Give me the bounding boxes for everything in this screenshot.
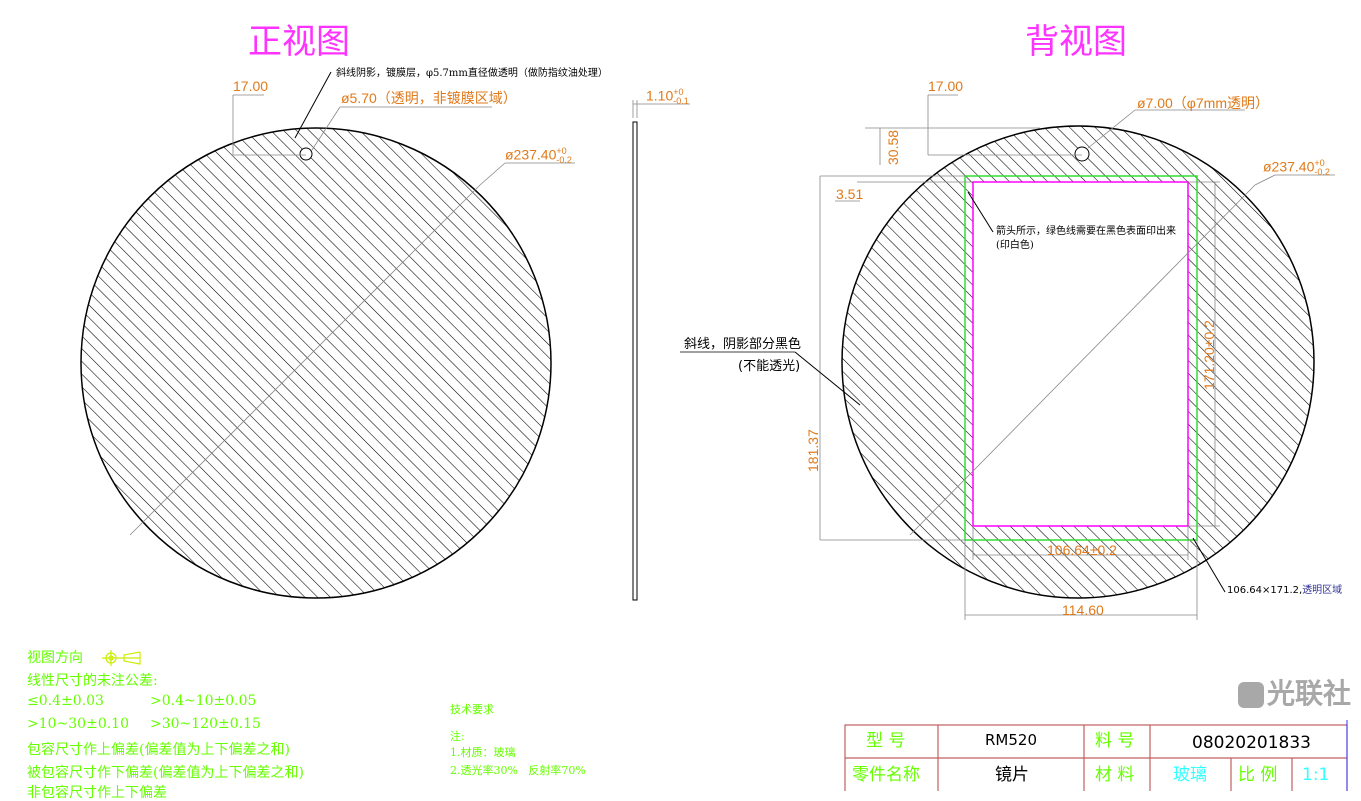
tol-upper: +0	[556, 146, 567, 156]
arrow-note-line1: 箭头所示，绿色线需要在黑色表面印出来	[996, 226, 1176, 237]
scale-label: 比 例	[1238, 765, 1278, 785]
clear-area-label: 透明区域	[1302, 585, 1343, 596]
thickness-value: 1.10	[646, 87, 674, 104]
clear-area-border	[972, 181, 1189, 527]
model-value: RM520	[985, 731, 1037, 749]
clear-area-size: 106.64×171.2,	[1227, 585, 1303, 596]
back-dim-width-clear: 106.64±0.2	[1047, 542, 1117, 558]
side-view	[632, 100, 690, 601]
back-dim-width-outer: 114.60	[1062, 602, 1104, 618]
tech-title: 技术要求	[450, 703, 494, 716]
diameter-value: ø237.40	[505, 146, 557, 163]
back-dim-height-clear: 171.20±0.2	[1201, 320, 1217, 390]
material-label: 材 料	[1095, 765, 1135, 785]
side-thickness-dim: 1.10+0-0.1	[646, 88, 689, 106]
front-hatch-note: 斜线阴影，镀膜层，φ5.7mm直径做透明（做防指纹油处理）	[336, 68, 608, 79]
print-line-rect	[964, 175, 1198, 541]
scale-value: 1:1	[1302, 765, 1330, 785]
front-lens-circle	[80, 127, 552, 599]
back-dim-vertical-hole: 30.58	[885, 129, 901, 165]
part-name-value: 镜片	[995, 765, 1029, 785]
back-view-title: 背视图	[1025, 22, 1127, 62]
material-value: 玻璃	[1173, 765, 1207, 785]
back-dim-height-total: 181.37	[805, 429, 821, 472]
watermark-logo: 光联社	[1238, 680, 1351, 708]
back-dim-margin: 3.51	[836, 186, 864, 202]
clear-area	[973, 182, 1188, 526]
front-diameter-dim: ø237.40+0-0.2	[505, 147, 572, 165]
tolerance-row1-b: >0.4~10±0.05	[150, 693, 257, 709]
hatch-note-line1: 斜线，阴影部分黑色	[684, 337, 802, 352]
note-contained: 被包容尺寸作下偏差(偏差值为上下偏差之和)	[27, 765, 304, 781]
model-label: 型 号	[866, 731, 906, 751]
back-hole-dim: ø7.00（φ7mm透明）	[1137, 95, 1269, 111]
note-containing: 包容尺寸作上偏差(偏差值为上下偏差之和)	[27, 742, 290, 758]
back-hole	[1074, 146, 1090, 162]
front-view	[80, 71, 575, 599]
tolerance-row1-a: ≤0.4±0.03	[27, 693, 104, 709]
back-diameter-dim: ø237.40+0-0.2	[1263, 159, 1330, 177]
note-partial: 非包容尺寸作上下偏差	[27, 785, 167, 801]
part-no-label: 料 号	[1095, 731, 1135, 751]
tol-lower: -0.1	[673, 96, 689, 106]
hatch-note-line2: (不能透光)	[738, 359, 801, 374]
front-hole-dim: ø5.70（透明，非镀膜区域）	[341, 90, 517, 106]
tech-item1: 1.材质：玻璃	[450, 746, 516, 759]
tol-lower: -0.2	[556, 155, 572, 165]
tolerance-title: 线性尺寸的未注公差:	[27, 673, 158, 689]
front-hole	[299, 147, 313, 161]
view-direction-symbol	[102, 650, 141, 666]
tech-note-label: 注:	[450, 730, 465, 743]
tolerance-row2-b: >30~120±0.15	[150, 716, 261, 732]
part-name-label: 零件名称	[852, 765, 920, 785]
diameter-value: ø237.40	[1263, 158, 1315, 175]
tol-upper: +0	[1314, 158, 1325, 168]
back-dim-offset: 17.00	[928, 78, 964, 94]
clear-area-note: 106.64×171.2,透明区域	[1227, 586, 1342, 596]
watermark-text: 光联社	[1267, 677, 1352, 710]
front-view-title: 正视图	[248, 22, 350, 62]
tech-item2: 2.透光率30% 反射率70%	[450, 764, 586, 777]
view-direction-label: 视图方向	[27, 650, 83, 666]
tol-upper: +0	[673, 87, 684, 97]
tol-lower: -0.2	[1314, 167, 1330, 177]
front-dim-offset: 17.00	[233, 78, 269, 94]
arrow-note-line2: (印白色)	[996, 240, 1034, 251]
tolerance-row2-a: >10~30±0.10	[27, 716, 129, 732]
part-no-value: 08020201833	[1192, 733, 1311, 753]
back-view	[680, 94, 1335, 620]
